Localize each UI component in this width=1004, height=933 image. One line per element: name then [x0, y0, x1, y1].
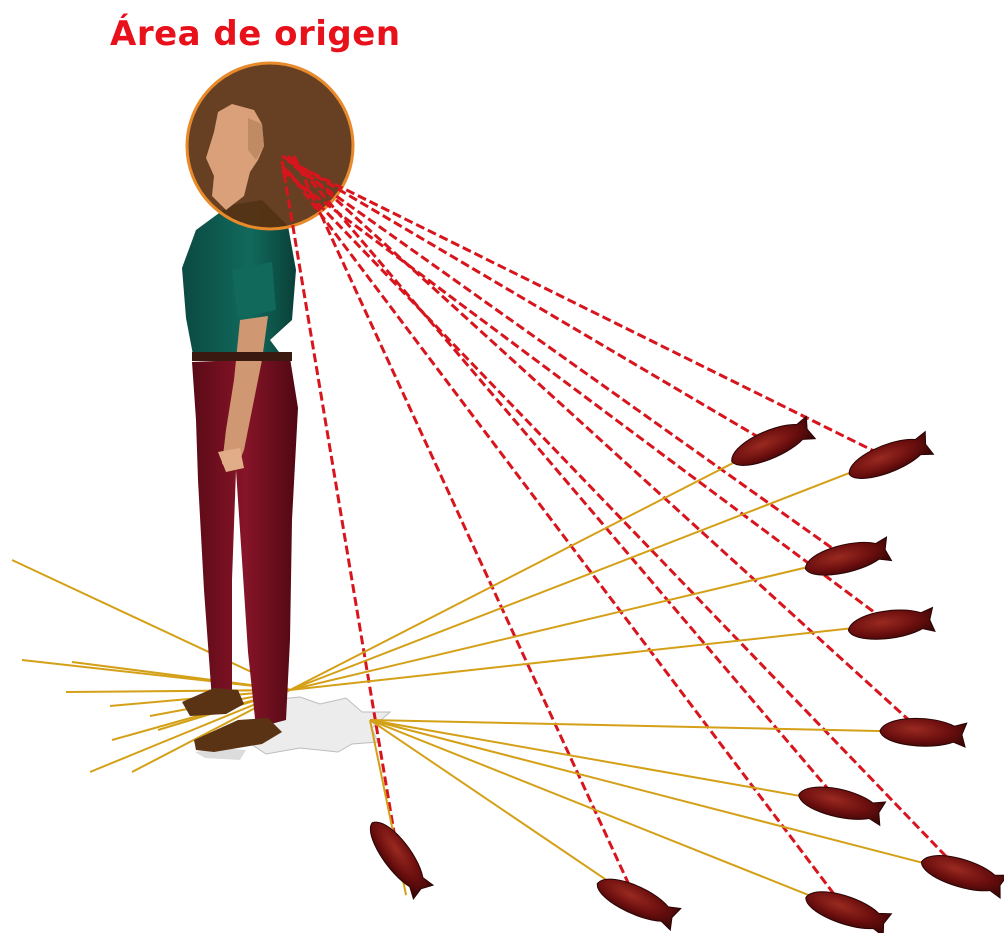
- projectile-drop: [918, 847, 1004, 900]
- projectile-drop: [847, 606, 935, 643]
- projectile-body: [796, 780, 886, 828]
- projectile-drop: [362, 814, 434, 900]
- projectile-body: [844, 430, 934, 485]
- projectile-drop: [796, 780, 886, 828]
- projectile-drop: [844, 430, 934, 485]
- solid-trajectory: [290, 426, 806, 690]
- person-figure: [182, 200, 390, 760]
- dashed-trajectory: [282, 161, 398, 856]
- projectile-body: [879, 716, 967, 750]
- projectiles: [362, 415, 1004, 933]
- dashed-trajectory: [282, 156, 770, 444]
- dashed-trajectory: [294, 156, 636, 900]
- projectile-drop: [726, 415, 816, 473]
- projectile-body: [802, 536, 892, 581]
- dashed-trajectory: [282, 171, 890, 624]
- solid-trajectory: [370, 720, 962, 733]
- projectile-body: [726, 415, 816, 473]
- dashed-trajectory: [288, 161, 888, 458]
- projectile-body: [847, 606, 935, 643]
- projectile-drop: [879, 716, 967, 750]
- dashed-trajectory: [288, 156, 922, 732]
- projectile-drop: [802, 536, 892, 581]
- dashed-trajectory: [294, 166, 846, 558]
- dashed-trajectory: [294, 161, 840, 803]
- solid-trajectory: [290, 620, 930, 690]
- projectile-body: [918, 847, 1004, 900]
- projectile-body: [802, 883, 892, 933]
- projectile-drop: [802, 883, 892, 933]
- projectile-body: [362, 814, 434, 900]
